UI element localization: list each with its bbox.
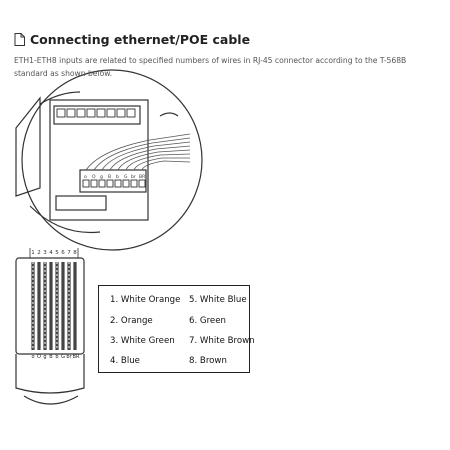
wire-letter: o bbox=[31, 354, 34, 360]
legend-item: 3. White Green bbox=[110, 336, 175, 346]
legend-item: 4. Blue bbox=[110, 356, 140, 366]
cable-jacket bbox=[23, 395, 79, 405]
plug-wire-letters: o O g B b G br BR bbox=[31, 354, 80, 360]
strip-terminal-screws bbox=[82, 179, 146, 188]
wire-letter: br bbox=[66, 354, 72, 360]
legend-item: 1. White Orange bbox=[110, 295, 181, 305]
board-terminal-label: B bbox=[108, 174, 111, 180]
wire-letter: B bbox=[49, 354, 53, 360]
board-terminal-label: O bbox=[92, 174, 96, 180]
legend-item: 2. Orange bbox=[110, 316, 153, 326]
housing-lower-arc bbox=[29, 205, 101, 234]
board-terminal-label: b bbox=[116, 174, 119, 180]
pin-number: 1 bbox=[31, 250, 35, 256]
plug-body bbox=[15, 257, 85, 355]
plug-wire-stripes bbox=[32, 262, 70, 350]
pin-number: 6 bbox=[61, 250, 65, 256]
board-terminal-label: g bbox=[100, 175, 103, 180]
legend-item: 5. White Blue bbox=[189, 295, 247, 305]
pin-number: 8 bbox=[73, 250, 77, 256]
housing-upper-arc bbox=[39, 91, 81, 105]
pin-number: 4 bbox=[49, 250, 53, 256]
rj45-plug bbox=[15, 248, 85, 405]
wire-letter: g bbox=[43, 354, 46, 360]
section-heading: Connecting ethernet/POE cable bbox=[14, 32, 250, 47]
rj45-terminal-strip bbox=[79, 169, 147, 193]
pcb-board bbox=[49, 99, 149, 221]
page-title: Connecting ethernet/POE cable bbox=[30, 32, 251, 47]
board-terminal-label: BR bbox=[139, 174, 145, 180]
wire-letter: G bbox=[61, 354, 65, 360]
document-icon bbox=[14, 33, 25, 46]
pin-number: 2 bbox=[37, 250, 41, 256]
board-terminal-label: o bbox=[84, 175, 87, 180]
legend-item: 7. White Brown bbox=[189, 336, 255, 346]
mounting-bracket bbox=[15, 96, 41, 197]
pin-number: 7 bbox=[67, 250, 71, 256]
cable-wires bbox=[85, 133, 191, 171]
section-description: ETH1-ETH8 inputs are related to specifie… bbox=[14, 56, 407, 78]
board-terminal-labels: o O g B b G br BR bbox=[84, 174, 145, 180]
top-terminal-screws bbox=[56, 108, 136, 118]
pin-number: 5 bbox=[55, 250, 59, 256]
wire-letter: O bbox=[37, 354, 41, 360]
legend-item: 6. Green bbox=[189, 316, 226, 326]
wire-letter: b bbox=[55, 354, 58, 360]
board-terminal-label: br bbox=[131, 174, 136, 180]
wire-color-legend: 1. White Orange 2. Orange 3. White Green… bbox=[98, 285, 255, 373]
housing-circle bbox=[21, 69, 203, 251]
board-terminal-label: G bbox=[124, 174, 128, 180]
label-plate bbox=[55, 195, 107, 211]
plug-pin-numbers: 1 2 3 4 5 6 7 8 bbox=[31, 250, 77, 256]
top-terminal-block bbox=[53, 105, 141, 125]
enclosure-drawing bbox=[15, 69, 203, 251]
wire-letter: BR bbox=[73, 354, 80, 360]
pin-number: 3 bbox=[43, 250, 47, 256]
legend-item: 8. Brown bbox=[189, 356, 227, 366]
plug-boot bbox=[15, 354, 85, 394]
housing-notch bbox=[159, 112, 179, 117]
